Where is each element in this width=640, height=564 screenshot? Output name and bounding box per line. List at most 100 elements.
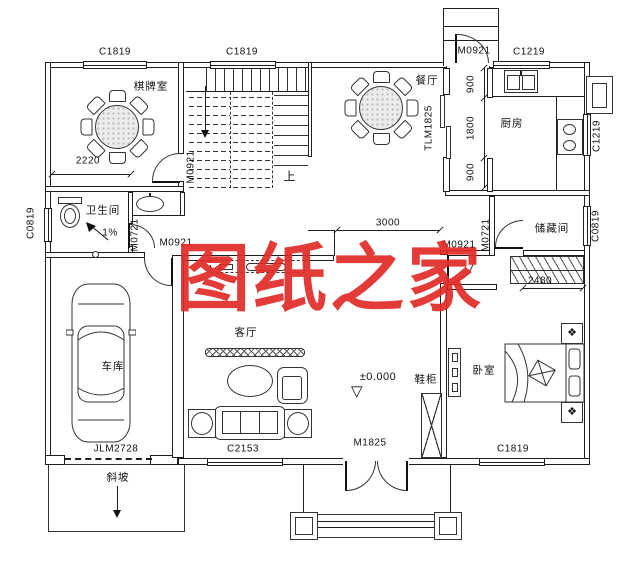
door-leaf [406,461,408,491]
armchair-seat [282,376,302,400]
tv-cabinet-box [219,264,233,270]
chair [80,118,92,136]
garage-door-label: JLM2728 [93,443,139,455]
door-label-m1825: M1825 [353,437,387,449]
dim-line-2480 [523,288,583,289]
dim-label-1800: 1800 [465,115,477,141]
wall [180,192,185,216]
dim-line-2220 [52,174,131,175]
door-leaf [495,247,523,249]
door-leaf [447,255,449,283]
chair [372,133,390,145]
door-opening [343,458,409,465]
sofa-seat [222,411,278,434]
nightstand: ❖ [561,323,583,344]
dim-line-3000 [337,230,440,231]
cabinet-box [452,368,458,377]
flue-inner [592,83,607,108]
chair [406,99,418,117]
door-label-m0721: M0721 [129,218,141,252]
stair-divider [230,92,231,188]
toilet-bowl-inner [64,208,76,224]
chimney-band [444,26,498,27]
door-label-m0921: M0921 [159,237,193,249]
wall [443,157,450,192]
room-label-bedroom: 卧室 [472,364,496,377]
room-label-dining: 餐厅 [415,74,439,87]
bed [504,343,585,403]
window-c1819 [83,61,147,69]
window-c1819 [479,458,545,466]
wall [445,190,590,196]
slope-arrow [86,222,109,241]
shoe-cabinet-label: 鞋柜 [414,373,438,386]
wardrobe [510,256,584,284]
round-table-top [359,86,403,130]
round-table-top [95,105,139,149]
wall [45,62,51,462]
wall [150,455,178,465]
end-table-decor [191,412,213,435]
door-arc [144,258,171,286]
toilet-bowl [60,204,80,228]
sofa [214,406,286,440]
stairs-up-label: 上 [283,169,297,184]
door-label-tlm1825: TLM1825 [423,105,435,151]
tv-cabinet [210,260,305,273]
ramp-label: 斜坡 [106,471,130,484]
entry-steps [292,514,460,538]
wall [45,455,65,465]
floor-drain [92,251,99,258]
stair-arrow-line [205,86,206,132]
burner [563,140,576,151]
wall [523,250,585,256]
window-c1219 [493,61,550,69]
wall [447,284,497,290]
dim-label-2480: 2480 [527,275,553,287]
window-label-c1819: C1819 [226,46,258,58]
car [66,283,136,443]
tv-set [246,263,286,271]
washbasin [136,196,164,212]
window-label-c1219: C1219 [513,46,545,58]
door-leaf [152,181,180,183]
room-label-storage: 储藏间 [534,222,570,235]
door-leaf [455,34,457,63]
rug-band [205,348,305,357]
door-leaf [171,258,173,286]
window-c0819 [583,206,591,246]
step-line [317,527,435,528]
stair-arrow-head [201,130,209,142]
wall [487,68,493,98]
sliding-door-tlm1825 [440,95,445,128]
chair [108,90,126,102]
door-label-m0921: M0921 [457,45,491,57]
porch-column [290,512,318,540]
wall [440,250,447,255]
chair [142,118,154,136]
door-leaf [128,224,130,248]
stair-treads-dashed [186,92,230,188]
level-label: ±0.000 [359,371,397,383]
window-label-c1819: C1819 [497,443,529,455]
porch-edge [303,465,304,515]
end-table [284,409,312,438]
door-arc [152,153,180,181]
ramp-arrow-head [113,510,121,522]
stair-treads-dashed [230,92,272,188]
room-label-garage: 车库 [101,360,125,373]
column-inner [439,517,457,535]
porch-edge [450,465,451,515]
wall [443,68,450,95]
room-label-bathroom: 卫生间 [85,204,121,217]
wall [172,255,184,458]
door-arc [495,220,523,247]
end-table [188,409,216,438]
stair-edge [186,91,308,92]
sink-basin [522,75,535,90]
room-label-chess: 棋牌室 [133,80,169,93]
wall [487,158,493,192]
door-arc [346,461,376,491]
wall [334,230,335,256]
sink-tap [520,71,522,76]
